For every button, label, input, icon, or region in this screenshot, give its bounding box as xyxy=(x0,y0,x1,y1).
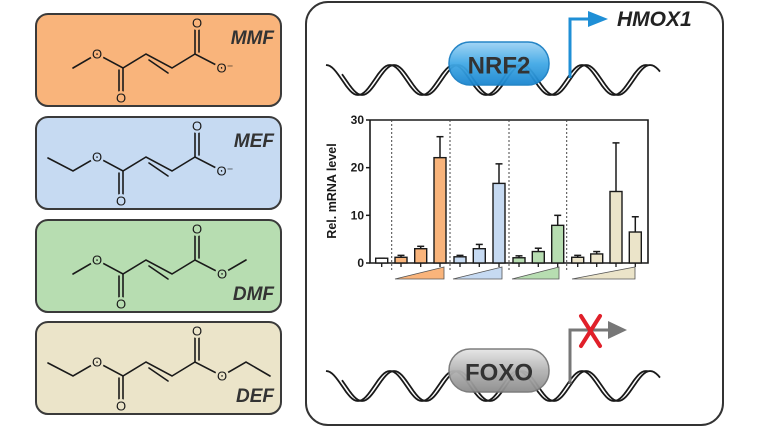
ester-oxygen-label: O xyxy=(92,253,102,268)
dose-triangle-def xyxy=(571,266,636,280)
bar-11 xyxy=(590,253,604,264)
carbonyl-oxygen-label: O xyxy=(192,119,202,134)
carbonyl-oxygen-label: O xyxy=(116,297,126,312)
y-axis-label: Rel. mRNA level xyxy=(325,143,339,238)
nrf2-factor: NRF2 xyxy=(448,41,550,86)
dna-helix-top xyxy=(325,64,661,96)
bar-10 xyxy=(571,256,585,264)
skeletal-formula: O O O O⁻ xyxy=(47,116,236,211)
molecule-name: DEF xyxy=(236,386,275,407)
dose-triangle-dmf xyxy=(511,266,560,280)
molecule-card-dmf: O O O O DMF xyxy=(35,219,282,314)
bar-4 xyxy=(453,256,467,264)
molecule-name: DMF xyxy=(233,284,276,305)
terminal-oxygen-label: O⁻ xyxy=(217,164,234,179)
carbonyl-oxygen-label: O xyxy=(116,91,126,106)
y-tick-label: 0 xyxy=(357,256,364,270)
ester-oxygen-label: O xyxy=(92,150,102,165)
hmox1-gene-label: HMOX1 xyxy=(617,8,692,31)
carbonyl-oxygen-label: O xyxy=(192,222,202,237)
bar-12 xyxy=(609,190,623,264)
carbonyl-oxygen-label: O xyxy=(116,399,126,414)
skeletal-formula: O O O O xyxy=(47,321,271,416)
y-tick-label: 30 xyxy=(351,113,365,127)
skeletal-formula: O O O O xyxy=(72,219,247,314)
bar-6 xyxy=(492,182,506,264)
dose-triangle-mmf xyxy=(394,266,445,280)
bar-5 xyxy=(472,247,486,264)
molecule-card-mmf: O O O O⁻ MMF xyxy=(35,13,282,108)
ester-oxygen-label: O xyxy=(92,355,102,370)
molecule-name: MMF xyxy=(231,28,276,49)
y-tick-label: 20 xyxy=(351,161,365,175)
bar-0 xyxy=(375,257,389,264)
molecule-card-def: O O O O DEF xyxy=(35,321,282,416)
nrf2-label: NRF2 xyxy=(468,53,531,80)
active-transcription-arrow-icon xyxy=(568,11,608,78)
ester-oxygen-label: O xyxy=(92,47,102,62)
pathway-panel xyxy=(305,1,724,426)
dose-triangle-mef xyxy=(452,266,503,280)
bar-3 xyxy=(433,156,447,264)
mrna-bar-chart: Rel. mRNA level 0 10 20 30 xyxy=(325,113,649,280)
foxo-label: FOXO xyxy=(465,360,533,387)
terminal-oxygen-label: O⁻ xyxy=(217,61,234,76)
y-tick-label: 10 xyxy=(351,208,365,222)
molecule-name: MEF xyxy=(234,131,276,152)
carbonyl-oxygen-label: O xyxy=(192,16,202,31)
bar-9 xyxy=(551,224,565,264)
bar-7 xyxy=(512,257,526,264)
bar-1 xyxy=(394,256,408,264)
foxo-factor: FOXO xyxy=(448,348,550,393)
molecule-card-mef: O O O O⁻MEF xyxy=(35,116,282,211)
terminal-oxygen-label: O xyxy=(217,369,227,384)
bar-2 xyxy=(414,247,428,264)
block-x-icon xyxy=(579,314,602,348)
skeletal-formula: O O O O⁻ xyxy=(72,13,236,108)
terminal-oxygen-label: O xyxy=(217,267,227,282)
blocked-transcription-arrow-icon xyxy=(568,321,627,384)
bar-8 xyxy=(531,250,545,264)
dna-helix-bottom xyxy=(325,370,661,402)
carbonyl-oxygen-label: O xyxy=(116,194,126,209)
bar-13 xyxy=(628,231,642,264)
carbonyl-oxygen-label: O xyxy=(192,324,202,339)
